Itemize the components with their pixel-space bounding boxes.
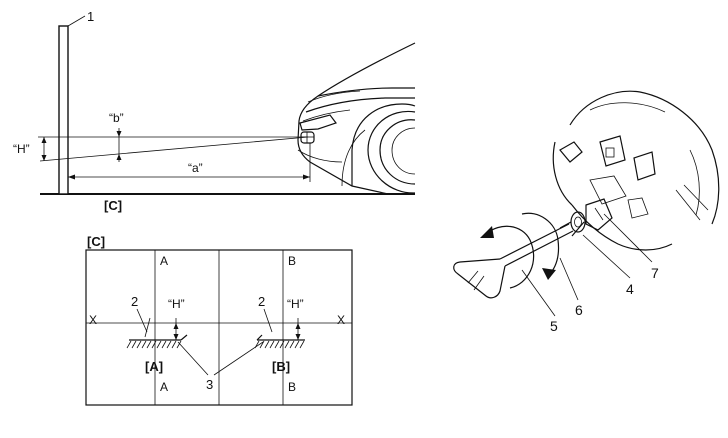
side-view: 1 “H” “b” “a” bbox=[13, 9, 416, 213]
beam-line bbox=[39, 136, 309, 162]
cutoff-left: 2 “H” [A] bbox=[126, 294, 188, 374]
screwdriver-shaft bbox=[499, 223, 574, 267]
cutoff-right: 2 “H” [B] bbox=[254, 294, 305, 374]
col-B-bottom: B bbox=[288, 380, 296, 394]
row-X-left: X bbox=[89, 313, 97, 327]
callout-7: 7 bbox=[651, 265, 659, 281]
callout-6: 6 bbox=[575, 302, 583, 318]
label-b: “b” bbox=[109, 111, 124, 125]
callout-4: 4 bbox=[626, 281, 634, 297]
screen-view: [C] A A B B X X 2 “H” [A] bbox=[85, 234, 353, 406]
col-B-top: B bbox=[288, 254, 296, 268]
callout-3: 3 bbox=[206, 377, 213, 392]
label-C: [C] bbox=[104, 198, 122, 213]
a-dim-arrow-left bbox=[68, 174, 75, 180]
screwdriver-handle bbox=[453, 258, 506, 299]
h-dim-arrow-bottom bbox=[41, 155, 47, 161]
callout-5: 5 bbox=[550, 318, 558, 334]
headlamp bbox=[299, 114, 337, 131]
label-H-right: “H” bbox=[287, 297, 304, 311]
b-dim-arrow-bottom bbox=[116, 154, 122, 160]
rotation-arrow-5 bbox=[485, 225, 535, 289]
label-H: “H” bbox=[13, 142, 30, 156]
b-dim-arrow-top bbox=[116, 131, 122, 137]
h-dim-arrow-top bbox=[41, 137, 47, 143]
screen-title: [C] bbox=[87, 234, 105, 249]
callout-2-right: 2 bbox=[258, 294, 265, 309]
label-H-left: “H” bbox=[168, 297, 185, 311]
label-bracket-A: [A] bbox=[145, 359, 163, 374]
vehicle-front bbox=[297, 42, 416, 195]
callout-1-leader bbox=[67, 15, 86, 27]
a-dim-arrow-right bbox=[303, 174, 310, 180]
row-X-right: X bbox=[337, 313, 345, 327]
rotation-arrow-6 bbox=[521, 212, 560, 277]
label-bracket-B: [B] bbox=[272, 359, 290, 374]
aiming-screen-post bbox=[58, 25, 69, 195]
label-a: “a” bbox=[188, 161, 203, 175]
col-A-top: A bbox=[160, 254, 168, 268]
aiming-adjuster bbox=[585, 198, 613, 231]
fog-lamp bbox=[300, 131, 315, 144]
col-A-bottom: A bbox=[160, 380, 168, 394]
adjuster-view: 5 6 4 7 bbox=[453, 90, 720, 334]
callout-2-left: 2 bbox=[131, 294, 138, 309]
front-tire bbox=[367, 110, 416, 194]
callout-1: 1 bbox=[87, 9, 94, 24]
